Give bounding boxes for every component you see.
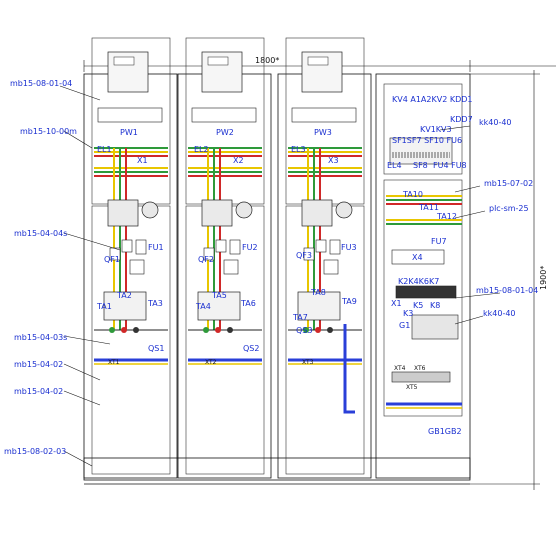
- height-dimension: 1900*: [470, 70, 548, 490]
- light-label: EL1: [97, 145, 112, 154]
- callout-right-3: plc-sm-25: [489, 204, 529, 213]
- cc-fu: FU4 FU8: [433, 161, 467, 170]
- cc-xt6: XT6: [414, 365, 426, 372]
- xt-label: XT1: [108, 359, 120, 366]
- ct-label-2: TA8: [310, 288, 326, 297]
- ct-label-1: TA7: [292, 313, 308, 322]
- cc-xt5: XT5: [406, 384, 418, 391]
- switch-label: QS1: [148, 344, 164, 353]
- height-label: 1900*: [539, 266, 548, 290]
- terminal-label: X3: [328, 156, 339, 165]
- callout-left-3: mb15-04-04s: [14, 229, 67, 238]
- terminal-label: X1: [137, 156, 148, 165]
- control-cabinet-labels: KV4 A1A2KV2 KDD1 KDD7 KV1KV3 SF1SF7 SF10…: [387, 95, 473, 436]
- breaker-label: QF2: [198, 255, 214, 264]
- left-callouts: [59, 85, 121, 467]
- cc-x1: X1: [391, 299, 402, 308]
- callout-left-6: mb15-04-02: [14, 387, 63, 396]
- fuse-label: FU3: [341, 243, 357, 252]
- callout-left-5: mb15-04-02: [14, 360, 63, 369]
- cc-k5: K5: [413, 301, 423, 310]
- meter-label: PW3: [314, 128, 332, 137]
- cc-top-row: KV4 A1A2KV2 KDD1: [392, 95, 472, 104]
- callout-right-5: kk40-40: [483, 309, 516, 318]
- meter-label: PW2: [216, 128, 234, 137]
- xt-label: XT2: [205, 359, 217, 366]
- cc-ta12: TA12: [436, 212, 457, 221]
- cc-xt4: XT4: [394, 365, 406, 372]
- ct-label-3: TA6: [240, 299, 256, 308]
- cabinet-2-labels: PW2 EL2 X2 QF2 FU2 TA4 TA5 TA6 QS2 XT2: [194, 128, 259, 366]
- cc-sf8: SF8: [413, 161, 428, 170]
- ct-label-1: TA1: [96, 302, 112, 311]
- cabinet-1-labels: PW1 EL1 X1 QF1 FU1 TA1 TA2 TA3 QS1 XT1: [96, 128, 164, 366]
- cc-sf-row: SF1SF7 SF10 FU6: [392, 136, 462, 145]
- ct-label-3: TA3: [147, 299, 163, 308]
- callout-right-1: kk40-40: [479, 118, 512, 127]
- callout-left-4: mb15-04-03s: [14, 333, 67, 342]
- cc-el4: EL4: [387, 161, 402, 170]
- cc-g1: G1: [399, 321, 410, 330]
- light-label: EL3: [291, 145, 306, 154]
- width-label: 1800*: [255, 56, 279, 65]
- ct-label-2: TA2: [116, 291, 132, 300]
- callout-right-2: mb15-07-02: [484, 179, 533, 188]
- cc-kv: KV1KV3: [420, 125, 452, 134]
- light-label: EL2: [194, 145, 209, 154]
- fuse-label: FU1: [148, 243, 164, 252]
- callout-left-7: mb15-08-02-03: [4, 447, 66, 456]
- breaker-label: QF1: [104, 255, 120, 264]
- ct-label-3: TA9: [341, 297, 357, 306]
- ct-label-2: TA5: [211, 291, 227, 300]
- switch-label: QS3: [296, 326, 312, 335]
- cc-k8: K8: [430, 301, 440, 310]
- cc-k-row: K2K4K6K7: [398, 277, 439, 286]
- fuse-label: FU2: [242, 243, 258, 252]
- cabinet-3-labels: PW3 EL3 X3 QF3 FU3 TA7 TA8 TA9 QS3 XT3: [291, 128, 357, 366]
- ct-label-1: TA4: [195, 302, 211, 311]
- xt-label: XT3: [302, 359, 314, 366]
- terminal-label: X2: [233, 156, 244, 165]
- cc-gb: GB1GB2: [428, 427, 462, 436]
- cc-ta10: TA10: [402, 190, 423, 199]
- cc-ta11: TA11: [418, 203, 439, 212]
- right-callouts: [439, 125, 501, 325]
- cc-k3: K3: [403, 309, 413, 318]
- cc-kdd7: KDD7: [450, 115, 473, 124]
- meter-label: PW1: [120, 128, 138, 137]
- callout-left-2: mb15-10-00m: [20, 127, 77, 136]
- cc-fu7: FU7: [431, 237, 447, 246]
- control-cabinet: [383, 83, 463, 417]
- callout-left-1: mb15-08-01-04: [10, 79, 72, 88]
- callout-right-4: mb15-08-01-04: [476, 286, 538, 295]
- cc-x4: X4: [412, 253, 423, 262]
- switch-label: QS2: [243, 344, 259, 353]
- breaker-label: QF3: [296, 251, 312, 260]
